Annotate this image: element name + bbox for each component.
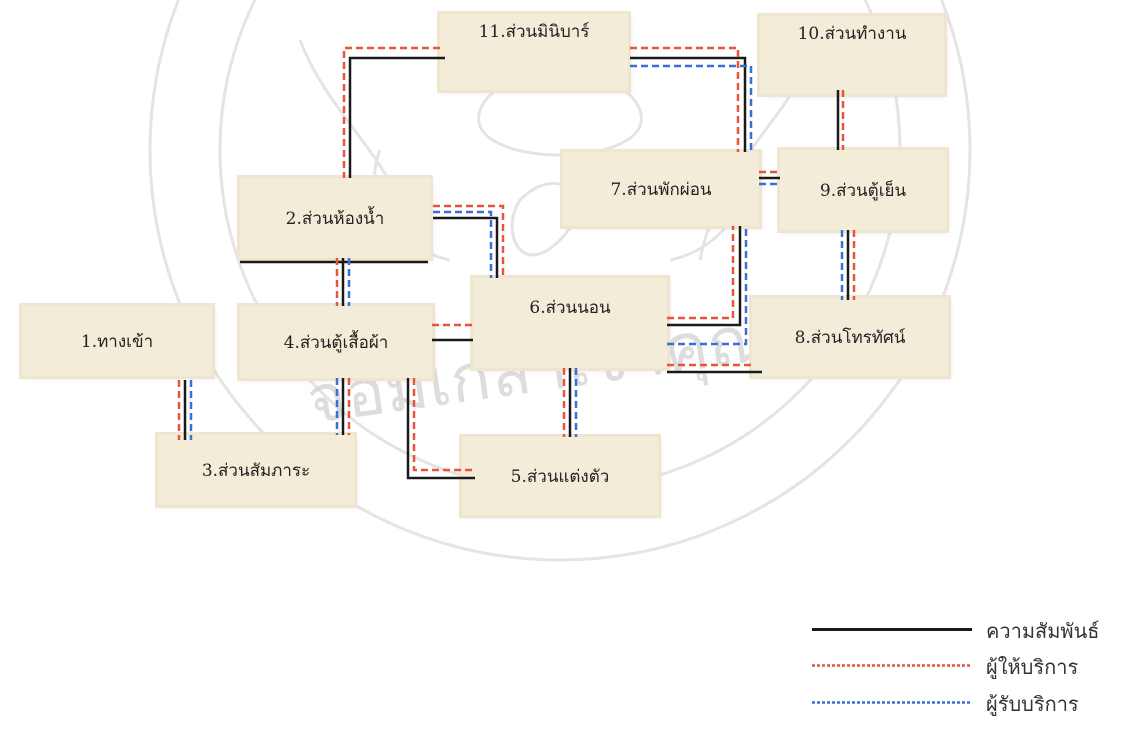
node-sleeping: 6.ส่วนนอน <box>473 278 667 368</box>
node-label: 3.ส่วนสัมภาระ <box>201 460 311 481</box>
legend-label-provider: ผู้ให้บริการ <box>986 655 1079 679</box>
receiver-lines <box>189 64 844 440</box>
legend-swatch-red-dotted <box>812 664 972 667</box>
node-label: 11.ส่วนมินิบาร์ <box>478 22 590 42</box>
node-entrance: 1.ทางเข้า <box>22 306 212 376</box>
node-label: 6.ส่วนนอน <box>529 298 611 318</box>
node-label: 8.ส่วนโทรทัศน์ <box>794 327 906 348</box>
node-minibar: 11.ส่วนมินิบาร์ <box>440 14 628 90</box>
node-wardrobe: 4.ส่วนตู้เสื้อผ้า <box>240 306 432 378</box>
node-label: 5.ส่วนแต่งตัว <box>510 466 610 487</box>
provider-lines <box>177 46 856 472</box>
node-label: 7.ส่วนพักผ่อน <box>610 179 712 200</box>
node-label: 9.ส่วนตู้เย็น <box>819 180 907 201</box>
legend-swatch-solid <box>812 628 972 631</box>
legend-label-receiver: ผู้รับบริการ <box>986 692 1079 716</box>
node-work: 10.ส่วนทำงาน <box>760 16 944 94</box>
node-bathroom: 2.ส่วนห้องน้ำ <box>240 178 430 258</box>
legend-swatch-blue-dotted <box>812 701 972 704</box>
legend-label-relation: ความสัมพันธ์ <box>986 619 1100 643</box>
node-lounge: 7.ส่วนพักผ่อน <box>563 152 759 226</box>
relation-lines <box>183 56 850 480</box>
node-label: 1.ทางเข้า <box>80 331 154 352</box>
node-dressing: 5.ส่วนแต่งตัว <box>462 437 658 515</box>
node-tv: 8.ส่วนโทรทัศน์ <box>752 298 948 376</box>
node-label: 2.ส่วนห้องน้ำ <box>285 208 385 229</box>
node-fridge: 9.ส่วนตู้เย็น <box>780 150 946 230</box>
node-label: 4.ส่วนตู้เสื้อผ้า <box>283 332 389 353</box>
node-luggage: 3.ส่วนสัมภาระ <box>158 435 354 505</box>
node-label: 10.ส่วนทำงาน <box>797 24 907 44</box>
